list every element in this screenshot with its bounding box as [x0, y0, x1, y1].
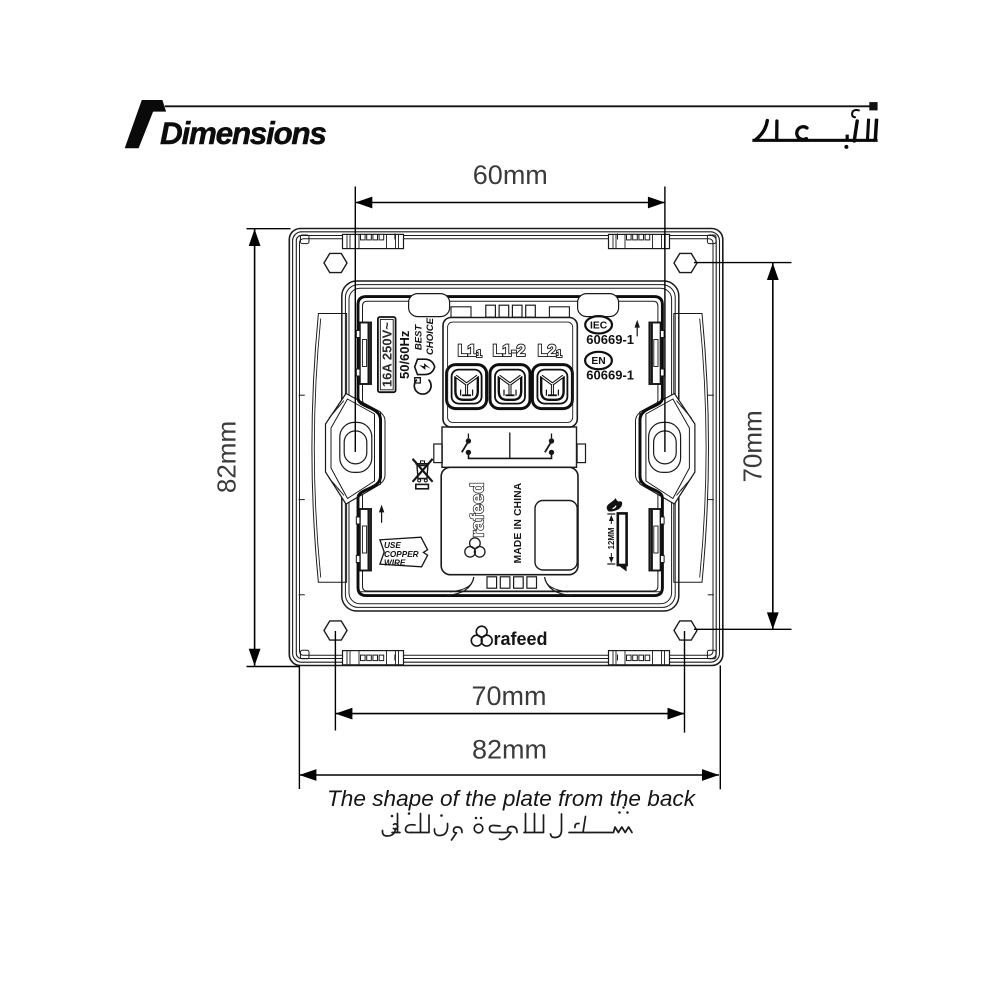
- svg-text:70mm: 70mm: [471, 681, 546, 711]
- svg-text:L11: L11: [458, 342, 483, 360]
- svg-text:82mm: 82mm: [472, 735, 547, 765]
- svg-text:USE: USE: [384, 541, 401, 550]
- svg-text:16A 250V~: 16A 250V~: [379, 322, 394, 387]
- svg-text:IEC: IEC: [590, 320, 608, 331]
- svg-text:The shape of the plate from th: The shape of the plate from the back: [327, 786, 697, 811]
- svg-text:rafeed: rafeed: [494, 629, 548, 649]
- svg-text:60669-1: 60669-1: [586, 368, 634, 383]
- svg-text:rafeed: rafeed: [466, 482, 487, 538]
- svg-text:60669-1: 60669-1: [586, 332, 634, 347]
- svg-text:EN: EN: [591, 356, 605, 367]
- svg-text:BEST: BEST: [413, 324, 424, 351]
- svg-text:CHOICE: CHOICE: [425, 317, 436, 355]
- svg-text:WIRE: WIRE: [384, 558, 406, 567]
- svg-text:Dimensions: Dimensions: [160, 115, 326, 151]
- svg-text:12MM: 12MM: [607, 528, 616, 550]
- svg-text:L1-2: L1-2: [493, 342, 526, 360]
- svg-text:82mm: 82mm: [212, 421, 242, 493]
- svg-text:60mm: 60mm: [473, 160, 548, 190]
- svg-text:MADE IN CHINA: MADE IN CHINA: [513, 482, 524, 563]
- svg-text:50/60Hz: 50/60Hz: [397, 330, 412, 379]
- svg-text:70mm: 70mm: [738, 410, 768, 482]
- svg-text:COPPER: COPPER: [384, 550, 419, 559]
- svg-text:L21: L21: [538, 342, 563, 360]
